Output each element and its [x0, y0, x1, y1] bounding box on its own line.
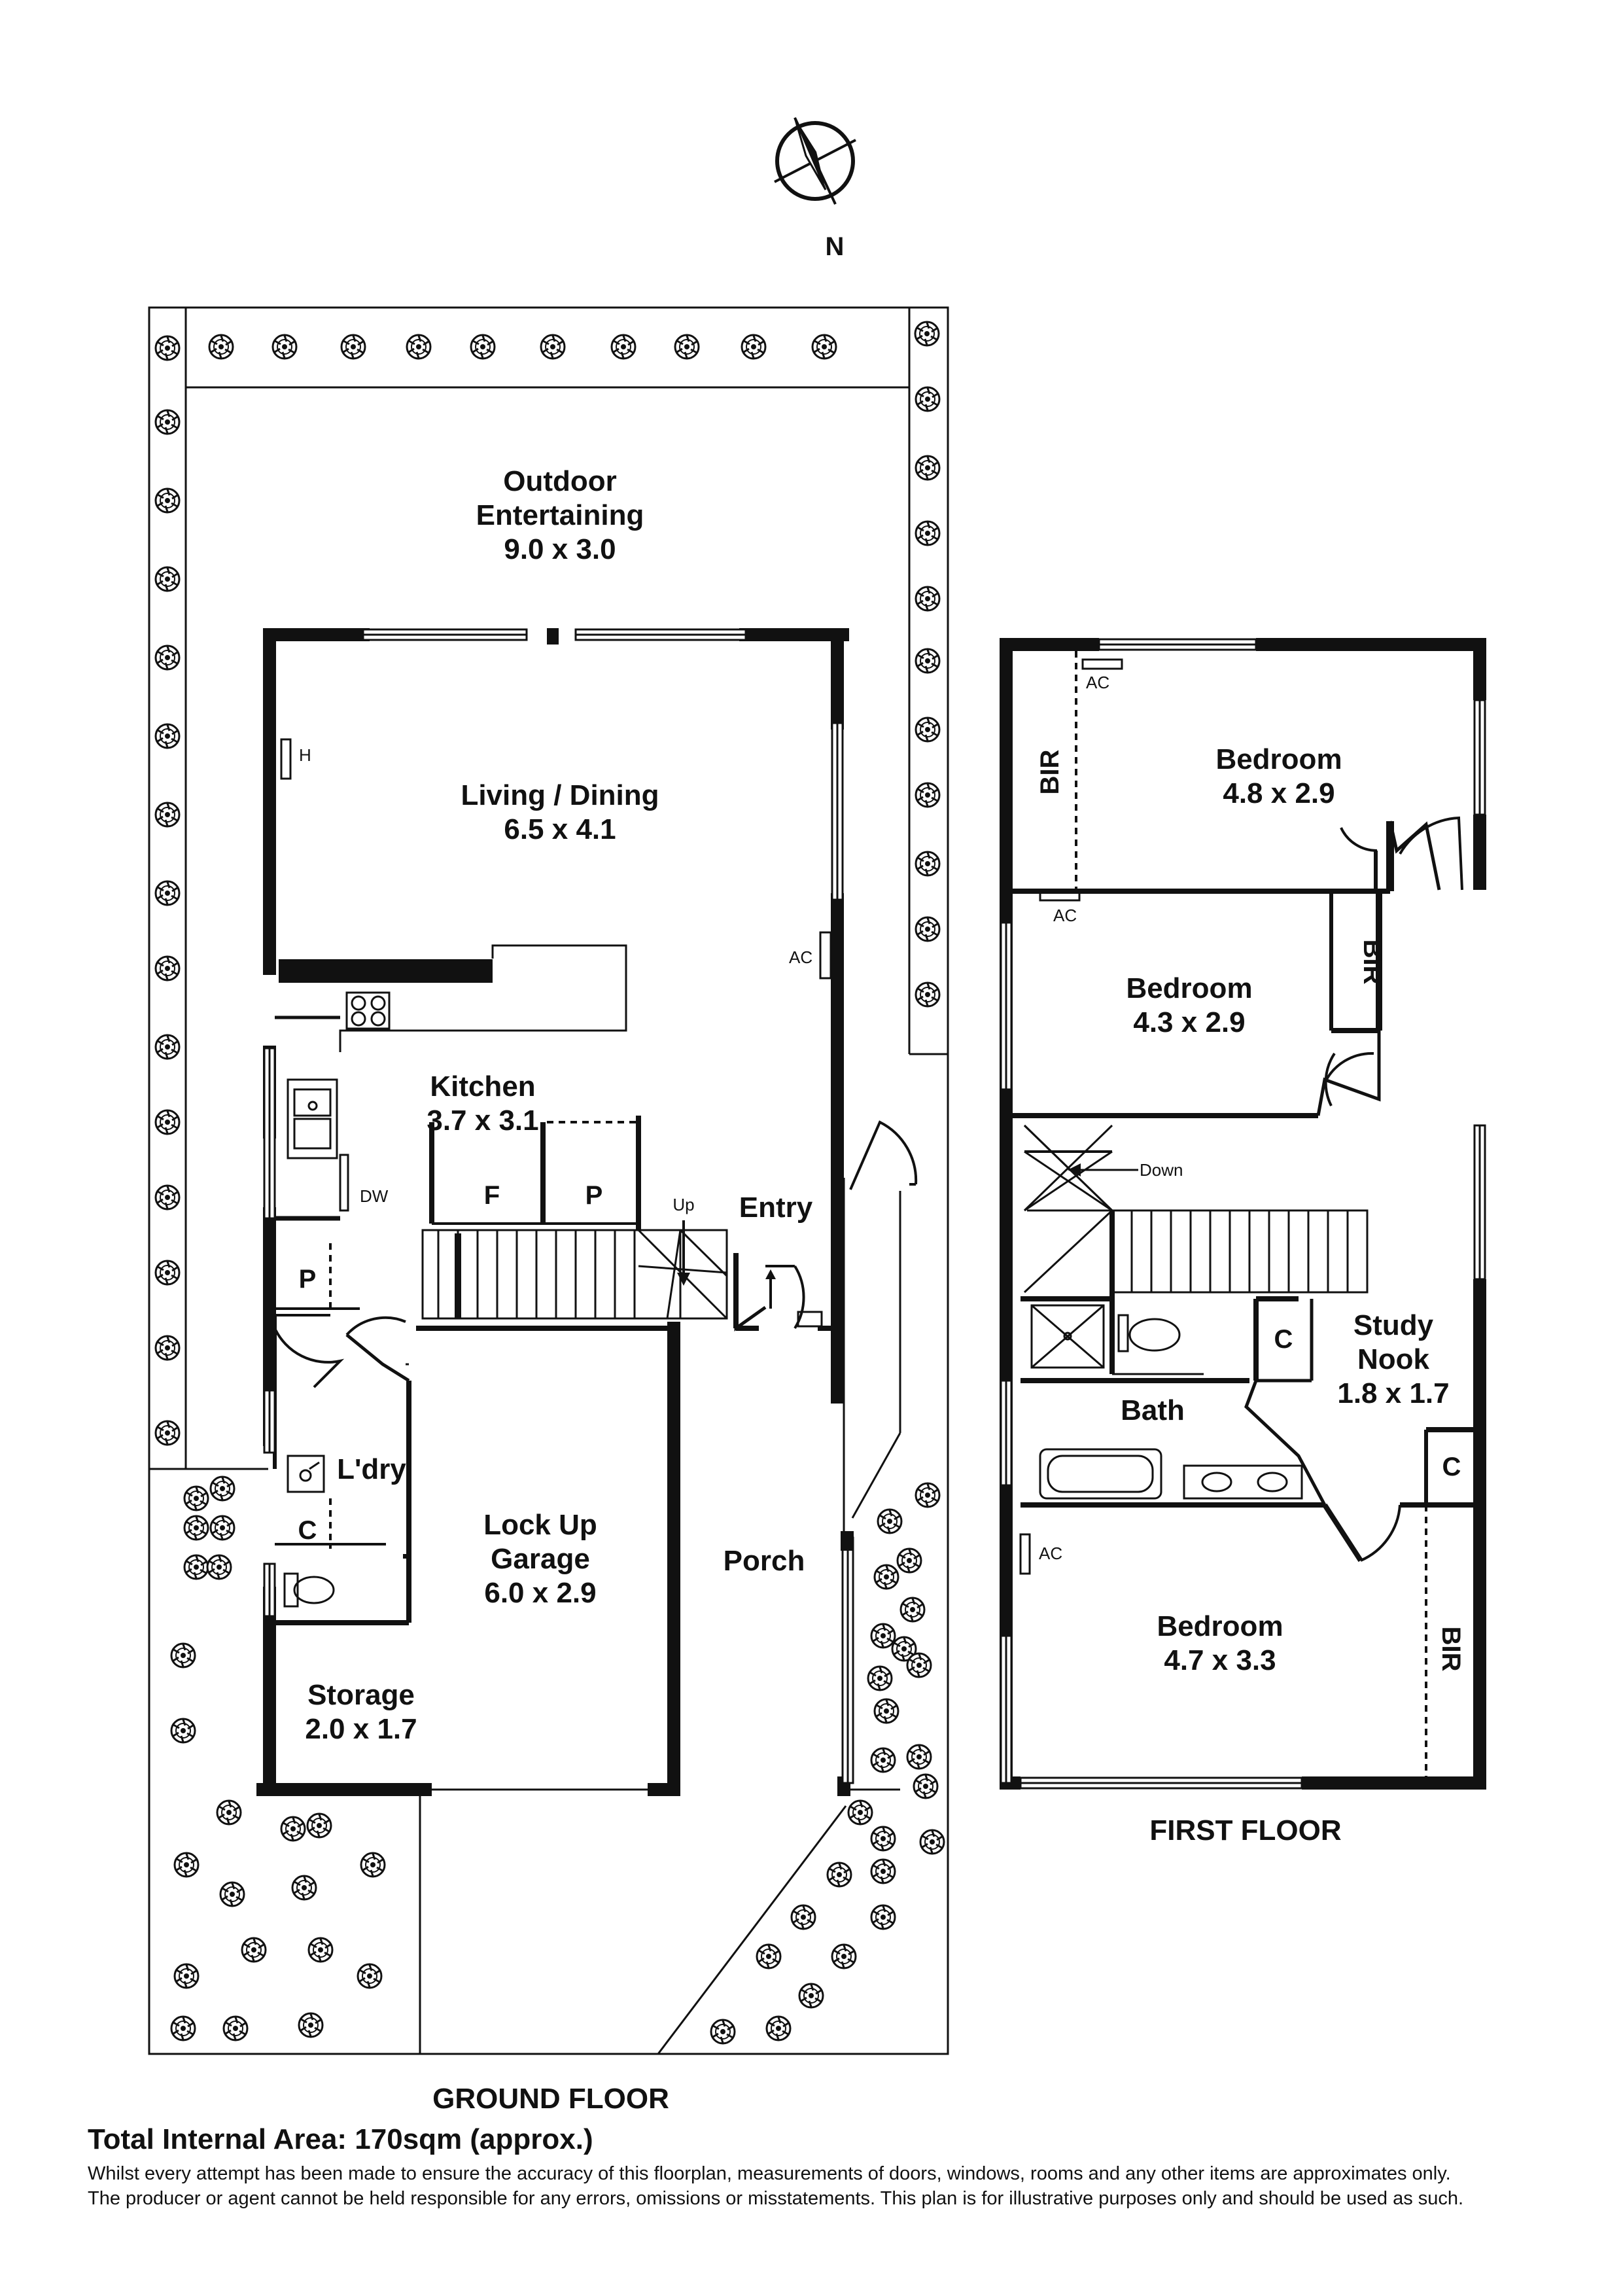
living-dims: 6.5 x 4.1: [504, 813, 616, 845]
study-name-2: Nook: [1357, 1343, 1430, 1375]
post: [841, 1531, 854, 1551]
outdoor-name-2: Entertaining: [476, 499, 644, 531]
garage-name-2: Garage: [491, 1543, 590, 1575]
living-name: Living / Dining: [461, 779, 659, 811]
porch-name: Porch: [724, 1545, 805, 1577]
ground-floor-site: [148, 306, 949, 2055]
total-area: Total Internal Area: 170sqm (approx.): [88, 2123, 593, 2155]
post: [547, 628, 559, 645]
bathroom-fixtures: [1019, 658, 1303, 1575]
outdoor-name-1: Outdoor: [503, 465, 617, 497]
outdoor-dims: 9.0 x 3.0: [504, 533, 616, 565]
fridge-label: F: [484, 1181, 500, 1210]
aircon-bed2-label: AC: [1053, 906, 1077, 925]
pantry-label: P: [585, 1181, 603, 1210]
garage-dims: 6.0 x 2.9: [484, 1577, 596, 1609]
storage-name: Storage: [307, 1679, 415, 1711]
study-dims: 1.8 x 1.7: [1337, 1377, 1449, 1409]
stairs-up: [421, 1220, 728, 1320]
aircon-bed1-label: AC: [1086, 673, 1109, 692]
bedroom-2-name: Bedroom: [1126, 972, 1252, 1004]
bedroom-1-name: Bedroom: [1215, 743, 1342, 775]
ground-floor-title: GROUND FLOOR: [432, 2083, 669, 2115]
bir-1-label: BIR: [1036, 749, 1064, 794]
first-floor-doors: [1323, 816, 1463, 1106]
entry-name: Entry: [739, 1192, 813, 1224]
disclaimer-line-2: The producer or agent cannot be held res…: [88, 2188, 1464, 2209]
garage-name-1: Lock Up: [483, 1509, 597, 1541]
kitchen-name: Kitchen: [430, 1070, 535, 1103]
pantry-2-label: P: [299, 1265, 317, 1294]
bir-2-label: BIR: [1358, 940, 1387, 985]
bedroom-3-name: Bedroom: [1157, 1610, 1283, 1642]
stairs-up-label: Up: [672, 1195, 694, 1214]
bedroom-1-dims: 4.8 x 2.9: [1223, 777, 1335, 809]
stairs-down-label: Down: [1140, 1160, 1183, 1180]
cupboard-label: C: [298, 1516, 317, 1545]
storage-dims: 2.0 x 1.7: [305, 1713, 417, 1745]
cupboard-study-label: C: [1274, 1325, 1293, 1354]
bedroom-3-dims: 4.7 x 3.3: [1164, 1644, 1276, 1676]
windows-ground: [263, 628, 854, 1784]
aircon-bed3-label: AC: [1039, 1544, 1062, 1563]
study-name-1: Study: [1353, 1309, 1434, 1341]
stairs-down: [1023, 1124, 1369, 1294]
dishwasher-label: DW: [360, 1186, 389, 1206]
aircon-label: AC: [789, 947, 812, 967]
first-floor-title: FIRST FLOOR: [1149, 1814, 1341, 1846]
kitchen-dims: 3.7 x 3.1: [427, 1104, 538, 1137]
compass-label: N: [826, 232, 845, 261]
disclaimer-line-1: Whilst every attempt has been made to en…: [88, 2163, 1451, 2184]
laundry-name: L'dry: [337, 1453, 406, 1485]
heater-label: H: [299, 745, 311, 765]
ground-floor-internal-walls: [273, 944, 837, 1625]
bath-name: Bath: [1121, 1394, 1185, 1426]
post: [837, 1783, 850, 1796]
first-floor-windows: [1000, 638, 1486, 1790]
bir-3-label: BIR: [1437, 1627, 1465, 1672]
north-arrow-icon: [774, 117, 856, 205]
cupboard-hall-label: C: [1442, 1453, 1461, 1481]
kitchen-fixtures: [280, 738, 832, 1608]
footer: Total Internal Area: 170sqm (approx.) Wh…: [88, 2123, 1592, 2211]
bedroom-2-dims: 4.3 x 2.9: [1133, 1006, 1245, 1038]
